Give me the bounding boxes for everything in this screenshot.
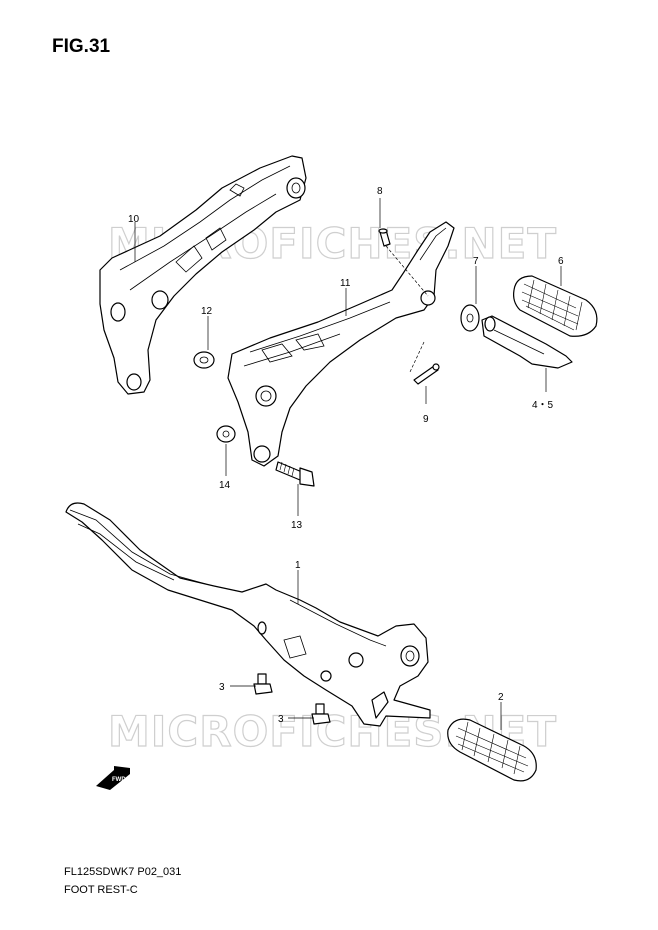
figure-title: FIG.31 [52,36,111,57]
callout-8: 8 [377,186,383,197]
part-6-rubber[interactable] [513,275,598,337]
callout-7: 7 [473,256,479,267]
part-14-washer[interactable] [216,425,236,443]
callout-6: 6 [558,256,564,267]
part-11-bracket[interactable] [227,221,455,467]
part-8-pin[interactable] [378,228,391,247]
part-2-rubber[interactable] [447,718,537,782]
part-1-main-bracket[interactable] [65,502,431,727]
callout-1: 1 [295,560,301,571]
callout-11: 11 [340,278,351,289]
callout-3-upper: 3 [219,682,225,693]
callout-14: 14 [219,480,231,491]
part-13-bolt[interactable] [275,461,315,487]
fwd-arrow-icon: FWD [96,766,130,790]
part-10-bracket[interactable] [99,155,307,395]
callout-3-lower: 3 [278,714,284,725]
leader-lines [134,198,562,730]
callout-13: 13 [291,520,303,531]
fwd-label: FWD [112,777,126,783]
part-9-cotter-pin[interactable] [413,363,440,385]
part-3-bolt-a[interactable] [253,673,273,695]
callout-4-5: 4・5 [532,400,554,411]
callout-2: 2 [498,692,504,703]
part-3-bolt-b[interactable] [311,703,331,725]
callout-12: 12 [201,306,213,317]
callout-9: 9 [423,414,429,425]
part-12-washer[interactable] [193,351,215,369]
callout-10: 10 [128,214,140,225]
section-name: FOOT REST-C [64,884,138,896]
part-4-5-footrest-bar[interactable] [481,315,573,369]
model-code: FL125SDWK7 P02_031 [64,866,182,878]
part-7-washer[interactable] [460,304,480,332]
